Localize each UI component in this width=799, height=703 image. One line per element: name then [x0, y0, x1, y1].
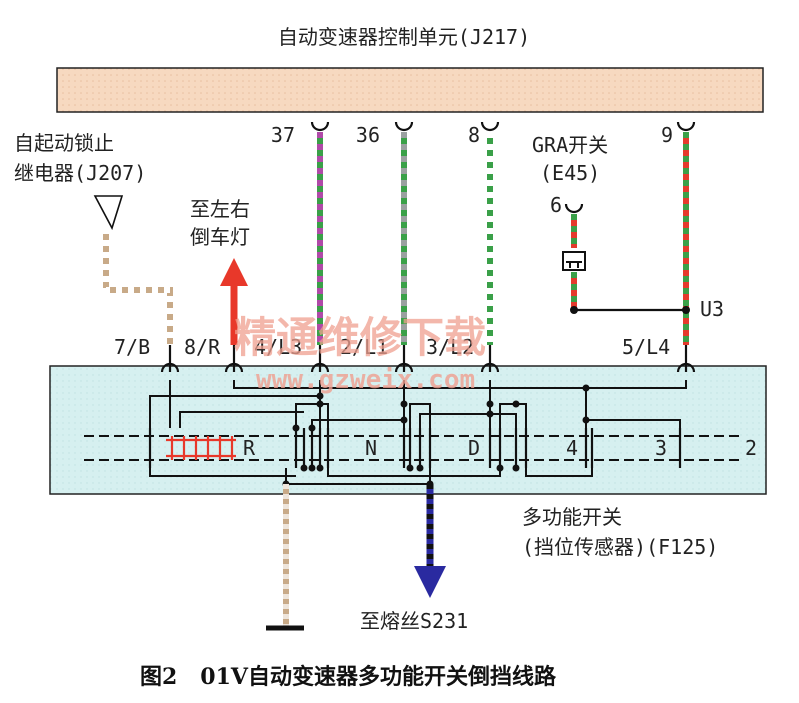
pin-37-label: 37 — [271, 123, 295, 147]
relay-wire — [103, 228, 173, 345]
reverse-light-label-line1: 至左右 — [190, 197, 250, 221]
gear-label-n: N — [365, 436, 377, 460]
reverse-contact-bar — [166, 436, 236, 460]
connector-label-5l4: 5/L4 — [622, 335, 670, 359]
relay-symbol — [93, 195, 124, 231]
pin-8-label: 8 — [468, 123, 480, 147]
pin-36-label: 36 — [356, 123, 380, 147]
ecu-box — [56, 67, 764, 113]
switch-junction-dots — [282, 384, 590, 488]
gra-switch-label-line2: (E45) — [540, 161, 600, 185]
relay-label-line1: 自起动锁止 — [14, 131, 114, 155]
gear-label-4: 4 — [566, 436, 578, 460]
gear-label-d: D — [468, 436, 480, 460]
pin-9-label: 9 — [661, 123, 673, 147]
relay-label-line2: 继电器(J207) — [14, 161, 146, 185]
gra-switch-label-line1: GRA开关 — [532, 133, 608, 157]
ecu-terminals — [310, 121, 696, 214]
watermark-url: www.gzweix.com — [256, 365, 475, 395]
gra-switch-symbol — [562, 251, 586, 271]
figure-caption: 图2 01V自动变速器多功能开关倒挡线路 — [140, 664, 557, 690]
gear-label-2: 2 — [745, 436, 757, 460]
switch-entry-wires — [168, 345, 688, 372]
junction-dot-u3 — [682, 306, 690, 314]
fuse-label: 至熔丝S231 — [360, 609, 468, 633]
pin-6-label: 6 — [550, 193, 562, 217]
connector-label-8r: 8/R — [184, 335, 221, 359]
switch-label-line2: (挡位传感器)(F125) — [522, 535, 718, 559]
ecu-title: 自动变速器控制单元(J217) — [278, 25, 530, 49]
reverse-light-label-line2: 倒车灯 — [190, 225, 250, 249]
gear-label-3: 3 — [655, 436, 667, 460]
watermark-title: 精通维修下载 — [234, 313, 486, 362]
gear-label-r: R — [243, 436, 256, 460]
contact-rails — [84, 435, 740, 461]
connector-label-4l3: 4/L3 — [254, 335, 302, 359]
junction-label: U3 — [700, 297, 724, 321]
contact-posts — [148, 428, 682, 468]
connector-label-2l1: 2/L1 — [340, 335, 388, 359]
junction-dot-left — [570, 306, 578, 314]
connector-label-7b: 7/B — [114, 335, 150, 359]
fuse-arrow — [414, 484, 446, 598]
switch-label-line1: 多功能开关 — [522, 505, 622, 529]
reverse-light-arrow — [220, 258, 248, 345]
connector-label-3l2: 3/L2 — [426, 335, 474, 359]
